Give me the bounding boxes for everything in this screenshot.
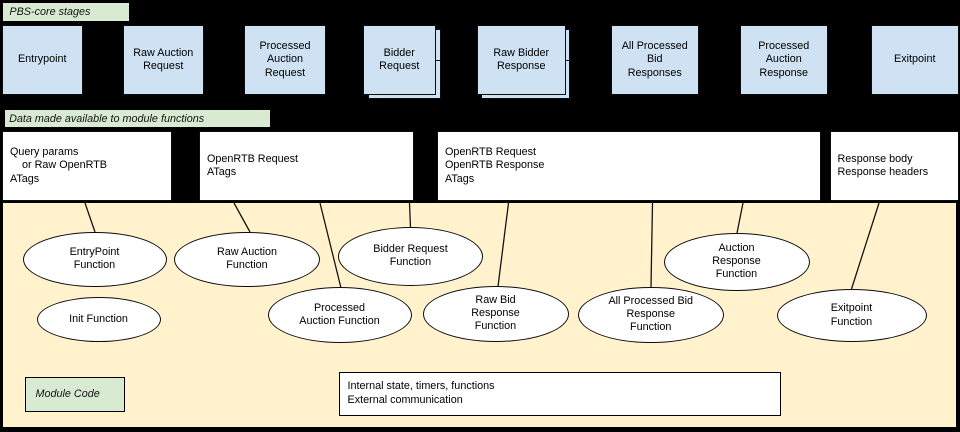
fn-ellipse-init: Init Function [36,297,161,342]
stage-box-all-processed-bid-responses: All Processed Bid Responses [611,25,699,95]
fn-ellipse-bidder-request: Bidder Request Function [338,226,483,286]
module-code-label: Module Code [24,376,125,412]
stage-box-raw-bidder-response: Raw Bidder Response [476,25,566,95]
fn-ellipse-auction-response: Auction Response Function [663,232,810,291]
data-box-response: Response body Response headers [829,131,959,201]
internal-state-box: Internal state, timers, functions Extern… [339,372,781,416]
data-available-label: Data made available to module functions [3,109,271,128]
connector-processed-auction [319,202,342,289]
data-box-auction-request: OpenRTB Request ATags [199,131,414,201]
fn-ellipse-exitpoint: Exitpoint Function [776,289,927,342]
connector-exitpoint [850,202,880,290]
connector-entrypoint [84,202,96,233]
connector-bidder-request [408,202,412,228]
stage-box-exitpoint: Exitpoint [871,25,959,95]
fn-ellipse-all-processed-bid-response: All Processed Bid Response Function [578,286,724,343]
fn-ellipse-processed-auction: Processed Auction Function [267,287,412,343]
connector-auction-response [736,202,744,234]
stage-box-entrypoint: Entrypoint [2,25,83,95]
stage-box-processed-auction-request: Processed Auction Request [244,25,326,95]
connector-raw-bid-response [497,202,510,287]
stage-box-processed-auction-response: Processed Auction Response [739,25,828,95]
pbs-core-stages-label: PBS-core stages [2,2,130,22]
stage-box-bidder-request: Bidder Request [362,25,436,95]
data-box-request-response: OpenRTB Request OpenRTB Response ATags [437,131,821,201]
fn-ellipse-entrypoint: EntryPoint Function [22,231,167,287]
connector-raw-auction [233,202,251,233]
stage-box-raw-auction-request: Raw Auction Request [123,25,204,95]
connector-all-processed-bid [650,202,654,288]
fn-ellipse-raw-bid-response: Raw Bid Response Function [422,286,569,342]
fn-ellipse-raw-auction: Raw Auction Function [174,231,320,287]
data-box-entrypoint: Query params or Raw OpenRTB ATags [2,131,172,201]
